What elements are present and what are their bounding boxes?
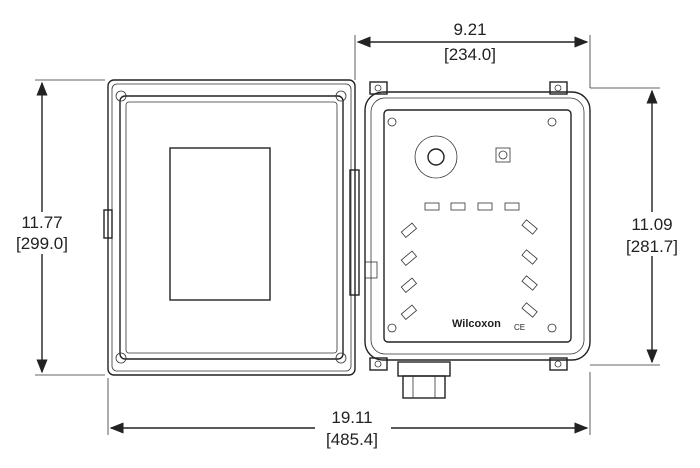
dim-overall-width-in: 19.11 — [331, 408, 372, 427]
selector-dial — [414, 135, 458, 179]
dim-door-height-mm: [299.0] — [16, 234, 68, 253]
door-window — [169, 147, 271, 301]
latch — [103, 209, 113, 239]
dim-enclosure-width-in: 9.21 — [453, 20, 486, 39]
dim-enclosure-width-mm: [234.0] — [444, 45, 496, 64]
cable-gland — [397, 361, 451, 399]
dim-overall-width-mm: [485.4] — [326, 430, 378, 449]
open-door — [103, 79, 378, 376]
enclosure-body: Wilcoxon CE — [364, 81, 591, 399]
dim-door-height-in: 11.77 — [21, 213, 62, 232]
hinge — [349, 169, 360, 296]
dim-enclosure-height-in: 11.09 — [631, 215, 672, 234]
ce-mark: CE — [514, 323, 525, 332]
dim-enclosure-height-mm: [281.7] — [626, 237, 678, 256]
brand-logo: Wilcoxon — [452, 318, 501, 330]
